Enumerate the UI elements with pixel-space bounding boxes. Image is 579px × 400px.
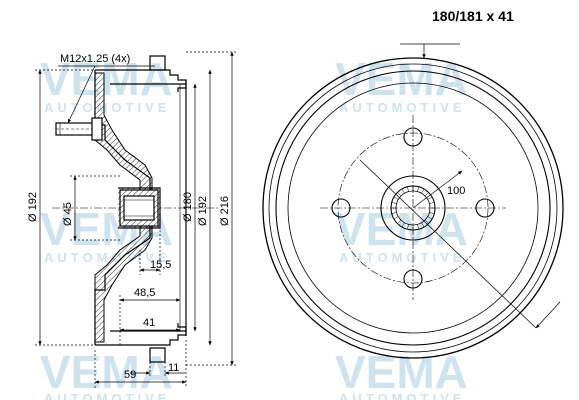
label-48-5: 48,5 bbox=[134, 287, 155, 299]
label-dia45: Ø 45 bbox=[62, 202, 74, 226]
flange-section-bottom bbox=[94, 225, 153, 343]
spline-tooth bbox=[391, 202, 397, 204]
flange-section-top bbox=[94, 72, 153, 191]
section-dimension-labels: M12x1.25 (4x) Ø 192 Ø 45 Ø 180 Ø 192 Ø 2… bbox=[27, 53, 231, 381]
front-dimensions bbox=[359, 43, 561, 329]
spline-tooth bbox=[391, 212, 397, 214]
watermark-sub: AUTOMOTIVE bbox=[44, 100, 170, 115]
spline-tooth bbox=[429, 212, 435, 214]
pcd-radius-leader bbox=[412, 170, 463, 209]
spline-tooth bbox=[424, 219, 429, 224]
drum-rim-top bbox=[95, 69, 187, 92]
spline-tooth bbox=[427, 216, 433, 220]
label-pcd-100: 100 bbox=[447, 185, 465, 197]
watermark-brand: VEMA bbox=[40, 346, 173, 398]
stud-collar bbox=[91, 117, 103, 141]
drum-rim-bottom bbox=[95, 323, 187, 346]
rim-lip-bottom bbox=[149, 347, 166, 363]
watermark-group: VEMA AUTOMOTIVE VEMA AUTOMOTIVE VEMA AUT… bbox=[40, 53, 468, 400]
diag-leader-arrow bbox=[535, 301, 561, 329]
drum-braking-circle bbox=[275, 70, 551, 346]
watermark-sub: AUTOMOTIVE bbox=[339, 100, 465, 115]
spline-tooth bbox=[401, 188, 405, 194]
spec-title: 180/181 x 41 bbox=[432, 8, 514, 24]
drum-outer-circle bbox=[262, 57, 564, 359]
spline-tooth bbox=[397, 219, 402, 224]
spline-tooth bbox=[421, 188, 425, 194]
label-dia192-right: Ø 192 bbox=[197, 196, 209, 226]
label-thread: M12x1.25 (4x) bbox=[60, 53, 130, 65]
drum-lip-circle bbox=[268, 63, 558, 353]
watermark-sub: AUTOMOTIVE bbox=[44, 391, 170, 400]
watermark-bottom-left: VEMA AUTOMOTIVE bbox=[40, 346, 173, 400]
spline-tooth bbox=[417, 186, 419, 192]
bolt-hole-bottom bbox=[403, 269, 423, 289]
label-dia216: Ø 216 bbox=[219, 196, 231, 226]
drum-front-view bbox=[262, 57, 564, 359]
spline-teeth bbox=[391, 186, 435, 230]
label-11: 11 bbox=[168, 362, 179, 374]
diag-leader bbox=[359, 159, 537, 329]
label-dia192-left: Ø 192 bbox=[27, 192, 39, 222]
watermark-brand: VEMA bbox=[40, 53, 173, 105]
spline-tooth bbox=[407, 224, 409, 230]
spline-tooth bbox=[407, 186, 409, 192]
thread-leader-arrow bbox=[67, 65, 96, 124]
bolt-hole-right bbox=[475, 198, 495, 218]
spline-tooth bbox=[421, 222, 425, 228]
spline-tooth bbox=[393, 216, 399, 220]
spline-tooth bbox=[393, 196, 399, 200]
spline-tooth bbox=[397, 192, 402, 197]
watermark-brand: VEMA bbox=[335, 203, 468, 255]
hub-bore-inner bbox=[123, 195, 155, 221]
drum-inner-circle bbox=[287, 82, 539, 334]
rim-lip-top bbox=[149, 55, 166, 71]
label-59: 59 bbox=[124, 369, 136, 381]
drum-section-view bbox=[52, 55, 218, 363]
section-dimensions bbox=[35, 51, 237, 388]
bolt-hole-left bbox=[331, 198, 351, 218]
label-41: 41 bbox=[143, 317, 155, 329]
spline-tooth bbox=[429, 202, 435, 204]
label-15-5: 15,5 bbox=[150, 259, 171, 271]
label-dia180: Ø 180 bbox=[182, 192, 194, 222]
bolt-hole-top bbox=[403, 127, 423, 147]
watermark-mid-right: VEMA AUTOMOTIVE bbox=[335, 203, 468, 265]
spline-tooth bbox=[417, 224, 419, 230]
watermark-sub: AUTOMOTIVE bbox=[339, 391, 465, 400]
watermark-sub: AUTOMOTIVE bbox=[339, 250, 465, 265]
spline-tooth bbox=[424, 192, 429, 197]
spline-tooth bbox=[427, 196, 433, 200]
spline-tooth bbox=[401, 222, 405, 228]
hub-outer bbox=[380, 175, 446, 241]
watermark-top-left: VEMA AUTOMOTIVE bbox=[40, 53, 173, 115]
